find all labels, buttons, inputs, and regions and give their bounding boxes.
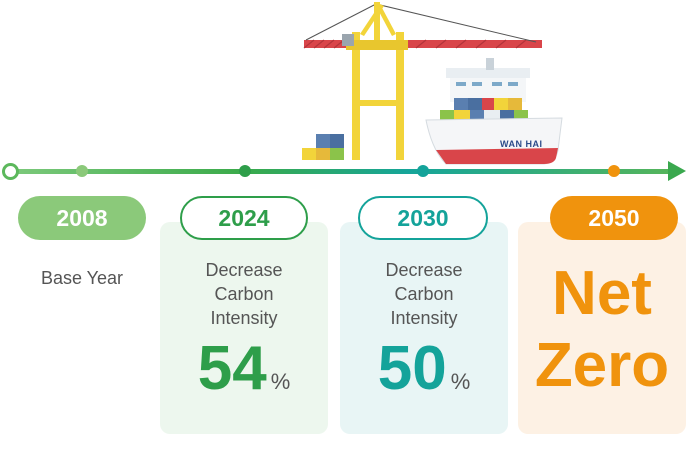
description-line: Carbon xyxy=(214,284,274,304)
description-line: Intensity xyxy=(210,308,278,328)
year-badge-2008: 2008 xyxy=(18,196,146,240)
reduction-value-2024: 54 % xyxy=(160,338,328,400)
timeline-dot-2008 xyxy=(76,165,88,177)
description-line: Decrease xyxy=(205,260,283,280)
timeline-dot-2050 xyxy=(608,165,620,177)
description-2030: Decrease Carbon Intensity xyxy=(340,258,508,330)
description-line: Intensity xyxy=(390,308,458,328)
description-2024: Decrease Carbon Intensity xyxy=(160,258,328,330)
milestone-card-2030 xyxy=(340,222,508,434)
crane-structure xyxy=(346,2,408,160)
timeline-line xyxy=(12,169,674,174)
timeline-arrow-icon xyxy=(668,161,686,181)
milestone-card-2050 xyxy=(518,222,686,434)
year-badge-2050: 2050 xyxy=(550,196,678,240)
net-zero-line: Zero xyxy=(534,331,670,400)
description-line: Decrease xyxy=(385,260,463,280)
net-zero-goal: Net Zero xyxy=(518,258,686,402)
timeline-dot-2024 xyxy=(239,165,251,177)
milestone-card-2024 xyxy=(160,222,328,434)
base-year-label: Base Year xyxy=(40,268,124,288)
crane-boom xyxy=(303,3,542,49)
percent-unit: % xyxy=(450,369,471,394)
year-badge-2030: 2030 xyxy=(358,196,488,240)
ship-name: WAN HAI xyxy=(500,139,543,149)
net-zero-line: Net xyxy=(552,259,652,328)
reduction-value-2030: 50 % xyxy=(340,338,508,400)
percent-unit: % xyxy=(270,369,291,394)
timeline-start-marker xyxy=(2,163,19,180)
cargo-ship xyxy=(425,58,563,165)
reduction-number: 54 xyxy=(197,334,267,403)
description-line: Carbon xyxy=(394,284,454,304)
year-badge-2024: 2024 xyxy=(180,196,308,240)
timeline-dot-2030 xyxy=(417,165,429,177)
container-stack xyxy=(302,134,344,160)
reduction-number: 50 xyxy=(377,334,447,403)
port-illustration xyxy=(302,2,563,165)
